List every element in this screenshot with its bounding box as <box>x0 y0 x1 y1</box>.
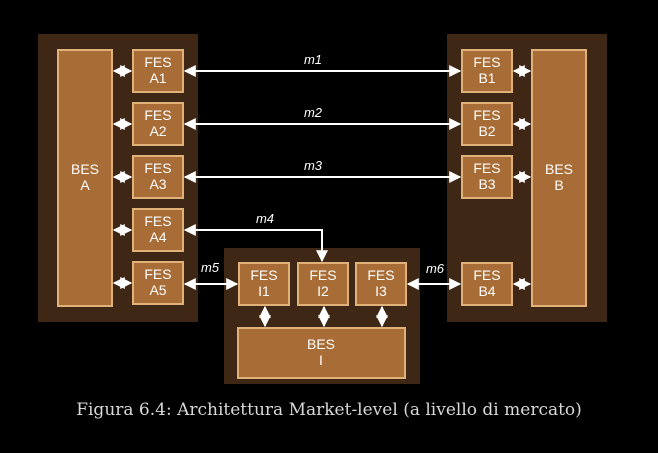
message-labels: m1 m2 m3 m4 m5 m6 <box>201 52 445 276</box>
label-line: B3 <box>478 176 495 192</box>
label-line: FES <box>144 107 171 123</box>
label-line: I1 <box>258 283 270 299</box>
label-line: FES <box>473 54 500 70</box>
label-m6: m6 <box>426 261 445 276</box>
label-line: A <box>80 177 90 193</box>
label-m1: m1 <box>304 52 322 67</box>
label-m3: m3 <box>304 158 323 173</box>
label-line: FES <box>144 266 171 282</box>
label-line: A4 <box>149 229 166 245</box>
label-line: FES <box>473 107 500 123</box>
label-m5: m5 <box>201 260 220 275</box>
label-line: I3 <box>375 283 387 299</box>
message-arrows <box>183 65 462 290</box>
label-line: FES <box>473 160 500 176</box>
label-line: BES <box>545 161 573 177</box>
label-m2: m2 <box>304 105 323 120</box>
arrow-m4 <box>183 224 328 263</box>
label-line: FES <box>144 160 171 176</box>
label-line: FES <box>144 54 171 70</box>
label-line: B4 <box>478 283 495 299</box>
label-line: I <box>319 352 323 368</box>
label-line: B1 <box>478 70 495 86</box>
label-line: A2 <box>149 123 166 139</box>
label-line: B <box>554 177 563 193</box>
label-line: B2 <box>478 123 495 139</box>
label-m4: m4 <box>256 211 274 226</box>
label-line: FES <box>250 267 277 283</box>
label-line: I2 <box>317 283 329 299</box>
label-line: FES <box>367 267 394 283</box>
label-line: BES <box>71 161 99 177</box>
label-line: A1 <box>149 70 166 86</box>
label-line: A3 <box>149 176 166 192</box>
label-line: FES <box>144 213 171 229</box>
label-line: BES <box>307 336 335 352</box>
label-line: A5 <box>149 282 166 298</box>
figure-caption: Figura 6.4: Architettura Market-level (a… <box>76 400 582 420</box>
bes-fes-connectors <box>112 65 532 328</box>
label-line: FES <box>309 267 336 283</box>
label-line: FES <box>473 267 500 283</box>
